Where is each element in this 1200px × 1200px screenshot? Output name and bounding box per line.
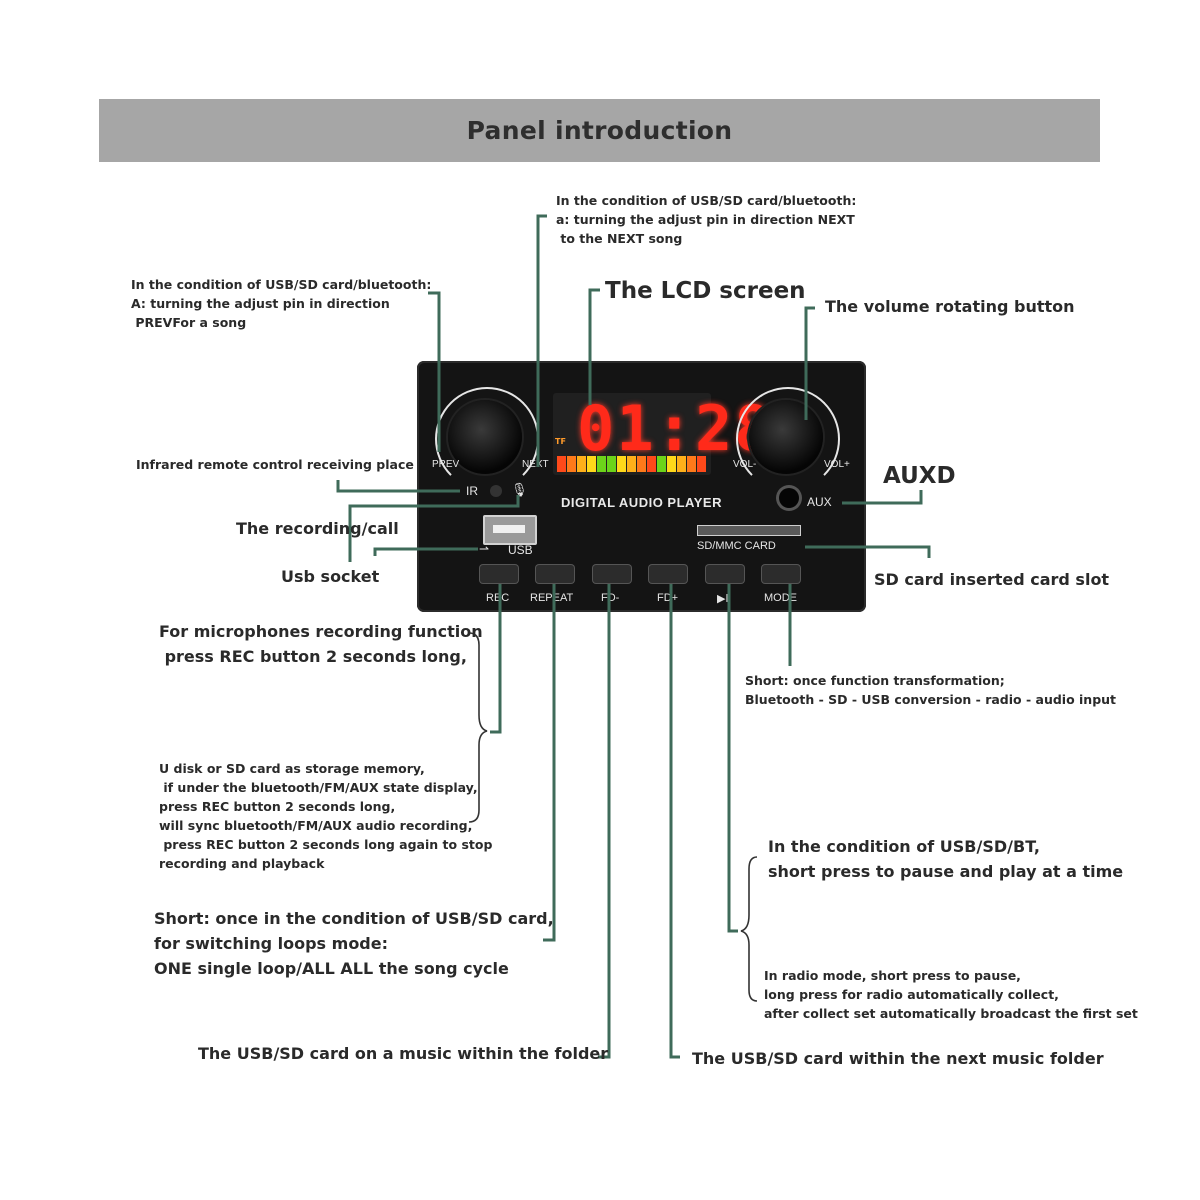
leader-auxd	[842, 490, 923, 505]
usb-symbol-icon: ⇀	[479, 542, 490, 556]
level-meter-bar	[577, 456, 586, 472]
level-meter-bar	[617, 456, 626, 472]
label-lcd: The LCD screen	[605, 278, 806, 304]
fd-plus-button-label: FD+	[657, 592, 679, 604]
rec-button-label: REC	[486, 592, 510, 604]
level-meter-bar	[667, 456, 676, 472]
leader-repeat	[543, 584, 556, 942]
level-meter-bar	[557, 456, 566, 472]
volume-knob[interactable]	[749, 400, 823, 474]
level-meter-bar	[697, 456, 706, 472]
level-meter-bar	[627, 456, 636, 472]
leader-play	[727, 584, 738, 933]
leader-fd-minus	[598, 584, 611, 1059]
leader-sd	[805, 545, 931, 558]
level-meter-bar	[657, 456, 666, 472]
leader-rec	[490, 584, 502, 734]
note-radio: In radio mode, short press to pause, lon…	[764, 968, 1138, 1021]
microphone-icon: 🎙	[511, 482, 528, 497]
audio-player-panel: PREV NEXT TF 01:28 VOL- VOL+ IR 🎙 DIGITA…	[417, 361, 866, 612]
level-meter-bar	[567, 456, 576, 472]
level-meter-bar	[677, 456, 686, 472]
note-storage: U disk or SD card as storage memory, if …	[159, 761, 493, 871]
panel-title: DIGITAL AUDIO PLAYER	[561, 495, 722, 510]
vol-minus-label: VOL-	[733, 459, 757, 470]
label-auxd: AUXD	[883, 463, 956, 489]
leader-fd-plus	[669, 584, 680, 1059]
level-meter-bar	[597, 456, 606, 472]
leader-next	[536, 214, 547, 467]
level-meter-bar	[637, 456, 646, 472]
brace-rec	[468, 632, 488, 823]
repeat-button-label: REPEAT	[530, 592, 574, 604]
note-mic-recording: For microphones recording function press…	[159, 622, 483, 666]
level-meter-bar	[647, 456, 656, 472]
label-volume: The volume rotating button	[825, 297, 1075, 316]
mode-button[interactable]	[762, 565, 800, 583]
fd-minus-button[interactable]	[593, 565, 631, 583]
sd-card-label: SD/MMC CARD	[697, 540, 776, 552]
leader-lcd	[588, 288, 600, 405]
leader-volume	[804, 306, 815, 420]
note-mode: Short: once function transformation; Blu…	[745, 673, 1117, 707]
leader-recording	[348, 495, 520, 562]
label-sd-slot: SD card inserted card slot	[874, 570, 1110, 589]
label-next-folder: The USB/SD card within the next music fo…	[692, 1049, 1104, 1068]
vol-plus-label: VOL+	[824, 459, 850, 470]
fd-plus-button[interactable]	[649, 565, 687, 583]
brace-play	[740, 856, 758, 1002]
usb-socket[interactable]	[483, 515, 537, 545]
ir-receiver	[490, 485, 502, 497]
page-title: Panel introduction	[466, 116, 733, 145]
prev-label: PREV	[432, 459, 460, 470]
label-infrared: Infrared remote control receiving place	[136, 457, 414, 472]
leader-ir	[336, 480, 460, 493]
ir-label: IR	[466, 484, 478, 498]
note-next: In the condition of USB/SD card/bluetoot…	[556, 193, 857, 246]
note-repeat: Short: once in the condition of USB/SD c…	[154, 909, 554, 978]
prev-next-knob[interactable]	[448, 400, 522, 474]
lcd-screen: TF 01:28	[553, 393, 772, 475]
title-banner: Panel introduction	[99, 99, 1100, 162]
leader-prev	[428, 291, 441, 452]
usb-label: USB	[508, 543, 533, 557]
note-prev: In the condition of USB/SD card/bluetoot…	[131, 277, 432, 330]
aux-jack[interactable]	[779, 488, 799, 508]
sd-card-slot[interactable]	[697, 525, 801, 536]
play-pause-button[interactable]	[706, 565, 744, 583]
level-meter-bar	[587, 456, 596, 472]
level-meter-bar	[687, 456, 696, 472]
volume-knob-arc	[736, 387, 840, 491]
rec-button[interactable]	[480, 565, 518, 583]
lcd-tf-indicator: TF	[555, 437, 566, 446]
play-pause-button-label: ▶‖	[717, 593, 731, 605]
label-recording: The recording/call	[236, 519, 399, 538]
next-label: NEXT	[522, 459, 549, 470]
label-prev-folder: The USB/SD card on a music within the fo…	[198, 1044, 609, 1063]
note-pause-play: In the condition of USB/SD/BT, short pre…	[768, 837, 1124, 881]
aux-label: AUX	[807, 495, 832, 509]
leader-usb	[373, 547, 478, 556]
label-usb-socket: Usb socket	[281, 567, 380, 586]
level-meter-bar	[607, 456, 616, 472]
repeat-button[interactable]	[536, 565, 574, 583]
